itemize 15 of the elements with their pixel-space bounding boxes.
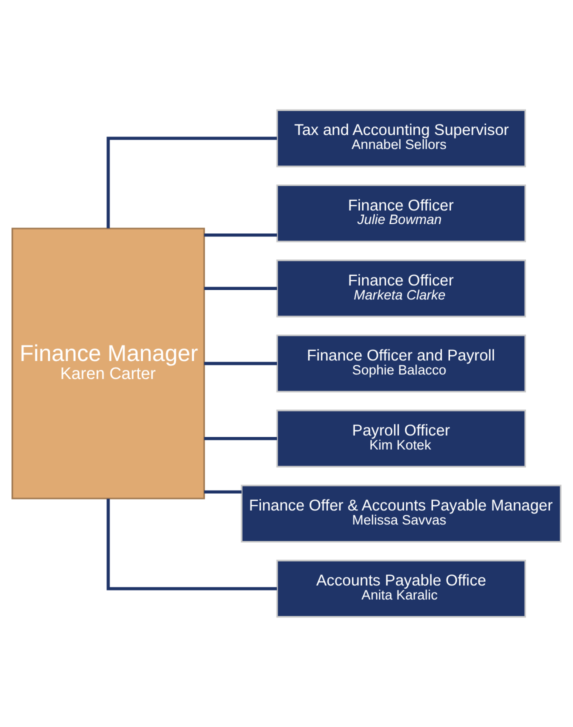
node-box: Finance Officer Marketa Clarke [276,260,526,318]
connector [106,498,277,590]
node-box: Tax and Accounting Supervisor Annabel Sellors [276,109,526,168]
node-box: Finance Manager Karen Carter [12,228,205,500]
connector [204,233,278,237]
node-box: Accounts Payable Office Anita Karalic [276,560,526,618]
node-box: Finance Officer Julie Bowman [276,184,526,242]
node-box: Finance Offer & Accounts Payable Manager Melissa Savvas [240,484,562,543]
connector [204,490,242,494]
node-box: Payroll Officer Kim Kotek [276,410,526,468]
node-box: Finance Officer and Payroll Sophie Balacco [276,334,526,392]
connector [106,136,277,228]
connector [204,437,278,440]
connector [204,286,278,290]
connector [204,362,278,366]
